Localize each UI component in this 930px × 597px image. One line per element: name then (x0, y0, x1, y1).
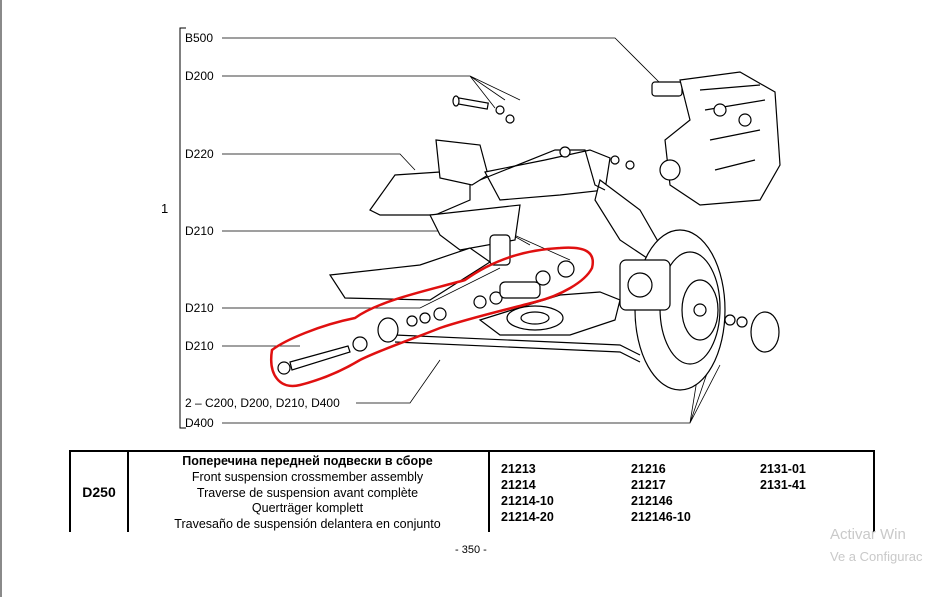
model-item: 21214 (501, 478, 536, 492)
callout-d220: D220 (185, 147, 214, 161)
activation-watermark-sub: Ve a Configurac (830, 549, 923, 564)
callout-d210-a: D210 (185, 224, 214, 238)
brake-assembly (619, 229, 780, 391)
callout-b500: B500 (185, 31, 214, 45)
model-item: 212146 (631, 494, 673, 508)
crossmember (328, 139, 661, 301)
highlight-outline (269, 246, 595, 388)
model-item: 2131-01 (760, 462, 806, 476)
callout-d200: D200 (185, 69, 214, 83)
description-ru: Поперечина передней подвески в сборе (182, 454, 433, 468)
description-fr: Traverse de suspension avant complète (196, 485, 419, 500)
figure-number: 1 (161, 201, 169, 216)
description-en: Front suspension crossmember assembly (191, 469, 424, 484)
activation-watermark: Activar Win (830, 526, 906, 543)
stabilizer-bar (394, 334, 641, 363)
info-table: D250 Поперечина передней подвески в сбор… (69, 450, 875, 532)
callout-d210-c: D210 (185, 339, 214, 353)
page-left-edge (0, 0, 2, 597)
upper-bolt (452, 95, 515, 124)
model-item: 212146-10 (631, 510, 691, 524)
callout-d400: D400 (185, 416, 214, 430)
upper-arm (479, 146, 635, 191)
model-item: 21216 (631, 462, 666, 476)
models-cell: 21213 21214 21214-10 21214-20 21216 2121… (492, 452, 873, 532)
description-de: Querträger komplett (251, 501, 364, 516)
callout-d210-b: D210 (185, 301, 214, 315)
lower-bolt-and-bushings (277, 260, 575, 375)
model-item: 21214-20 (501, 510, 554, 524)
steering-gear (651, 71, 781, 206)
lower-arm (478, 291, 621, 336)
group-code: D250 (71, 452, 129, 532)
model-item: 2131-41 (760, 478, 806, 492)
model-item: 21217 (631, 478, 666, 492)
description-cell: Поперечина передней подвески в сборе Fro… (127, 452, 490, 532)
model-item: 21214-10 (501, 494, 554, 508)
model-item: 21213 (501, 462, 536, 476)
description-es: Travesaño de suspensión delantera en con… (174, 517, 441, 532)
page-number: - 350 - (455, 544, 487, 556)
callout-group-2: 2 – C200, D200, D210, D400 (185, 396, 340, 410)
